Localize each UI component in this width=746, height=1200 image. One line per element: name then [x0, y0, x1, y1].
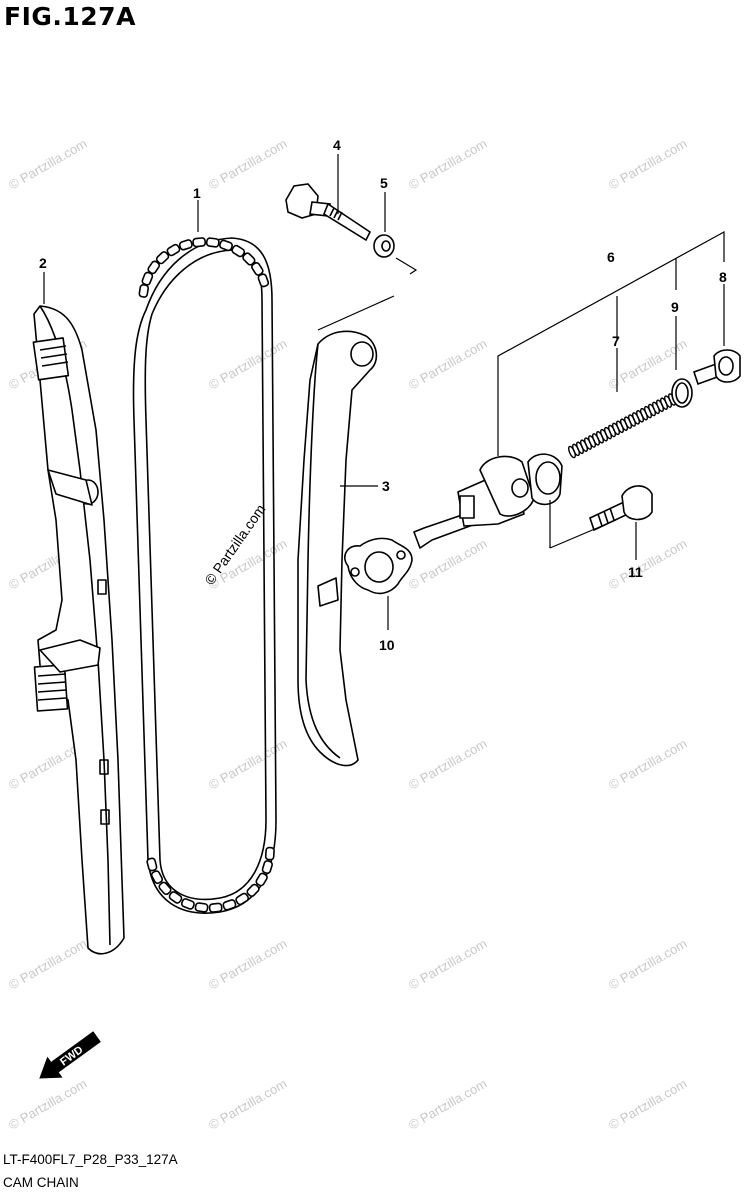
- watermark-tile: © Partzilla.com: [606, 536, 689, 593]
- chain-link: [222, 899, 237, 911]
- watermark-tile: © Partzilla.com: [606, 736, 689, 793]
- chain-link: [264, 846, 275, 861]
- callout-8: 8: [719, 269, 727, 285]
- figure-name: CAM CHAIN: [3, 1175, 79, 1190]
- watermark-tile: © Partzilla.com: [206, 136, 289, 193]
- gasket-part-10: [344, 537, 413, 595]
- leader-lines: [43, 154, 725, 630]
- plug-bolt-part-8: [692, 349, 741, 386]
- tensioner-guide-part-2: [32, 305, 125, 955]
- callout-2: 2: [39, 255, 47, 271]
- watermark-tile: © Partzilla.com: [6, 1076, 89, 1133]
- watermark-tile: © Partzilla.com: [6, 936, 89, 993]
- watermark-tile: © Partzilla.com: [6, 136, 89, 193]
- chain-link: [168, 891, 183, 904]
- spring-part-7: [568, 393, 676, 459]
- chain-guide-part-3: [297, 330, 378, 767]
- watermark-tile: © Partzilla.com: [206, 336, 289, 393]
- chain-link: [158, 881, 172, 896]
- watermark-tile: © Partzilla.com: [406, 1076, 489, 1133]
- chain-link: [208, 902, 223, 913]
- callout-7: 7: [612, 333, 620, 349]
- callout-4: 4: [333, 137, 341, 153]
- watermark-tile: © Partzilla.com: [606, 936, 689, 993]
- chain-link: [251, 262, 264, 276]
- chain-link: [205, 237, 220, 248]
- callout-1: 1: [193, 185, 201, 201]
- watermark-tile: © Partzilla.com: [606, 1076, 689, 1133]
- chain-links: [138, 237, 275, 913]
- watermark-tile: © Partzilla.com: [206, 1076, 289, 1133]
- watermark-tile: © Partzilla.com: [406, 936, 489, 993]
- chain-link: [255, 872, 268, 887]
- chain-link: [166, 243, 181, 257]
- callout-10: 10: [379, 637, 395, 653]
- chain-link: [150, 870, 164, 885]
- chain-link: [194, 902, 209, 913]
- chain-link: [257, 273, 270, 288]
- watermark-tile: © Partzilla.com: [206, 736, 289, 793]
- o-ring-part-9: [671, 378, 693, 408]
- watermark-tile: © Partzilla.com: [206, 936, 289, 993]
- chain-link: [219, 239, 233, 252]
- chain-link: [235, 892, 250, 906]
- watermark-tile: © Partzilla.com: [406, 336, 489, 393]
- chain-link: [261, 860, 273, 875]
- chain-link: [192, 237, 207, 248]
- figure-title: FIG.127A: [4, 2, 136, 31]
- chain-link: [138, 284, 150, 298]
- fwd-arrow: FWD: [39, 1031, 101, 1079]
- callout-3: 3: [382, 478, 390, 494]
- callout-11: 11: [628, 564, 643, 580]
- chain-link: [180, 898, 195, 910]
- tensioner-assembly-part-6: [413, 453, 563, 549]
- chain-link: [146, 857, 158, 872]
- figure-code: LT-F400FL7_P28_P33_127A: [3, 1152, 178, 1167]
- chain-link: [155, 251, 170, 265]
- cam-chain-part-1: [132, 237, 277, 914]
- callout-5: 5: [380, 175, 388, 191]
- chain-link: [242, 252, 256, 266]
- chain-link: [246, 883, 260, 898]
- chain-link: [178, 239, 193, 251]
- chain-link: [147, 260, 161, 275]
- chain-link: [141, 271, 154, 286]
- callout-9: 9: [671, 299, 679, 315]
- watermark-tile: © Partzilla.com: [606, 136, 689, 193]
- watermark-tile: © Partzilla.com: [406, 136, 489, 193]
- chain-link: [231, 244, 246, 258]
- bolt-part-4: [285, 183, 372, 242]
- watermark-tile: © Partzilla.com: [406, 736, 489, 793]
- callout-6: 6: [607, 249, 615, 265]
- bolt-part-11: [589, 485, 653, 532]
- washer-part-5: [373, 234, 395, 258]
